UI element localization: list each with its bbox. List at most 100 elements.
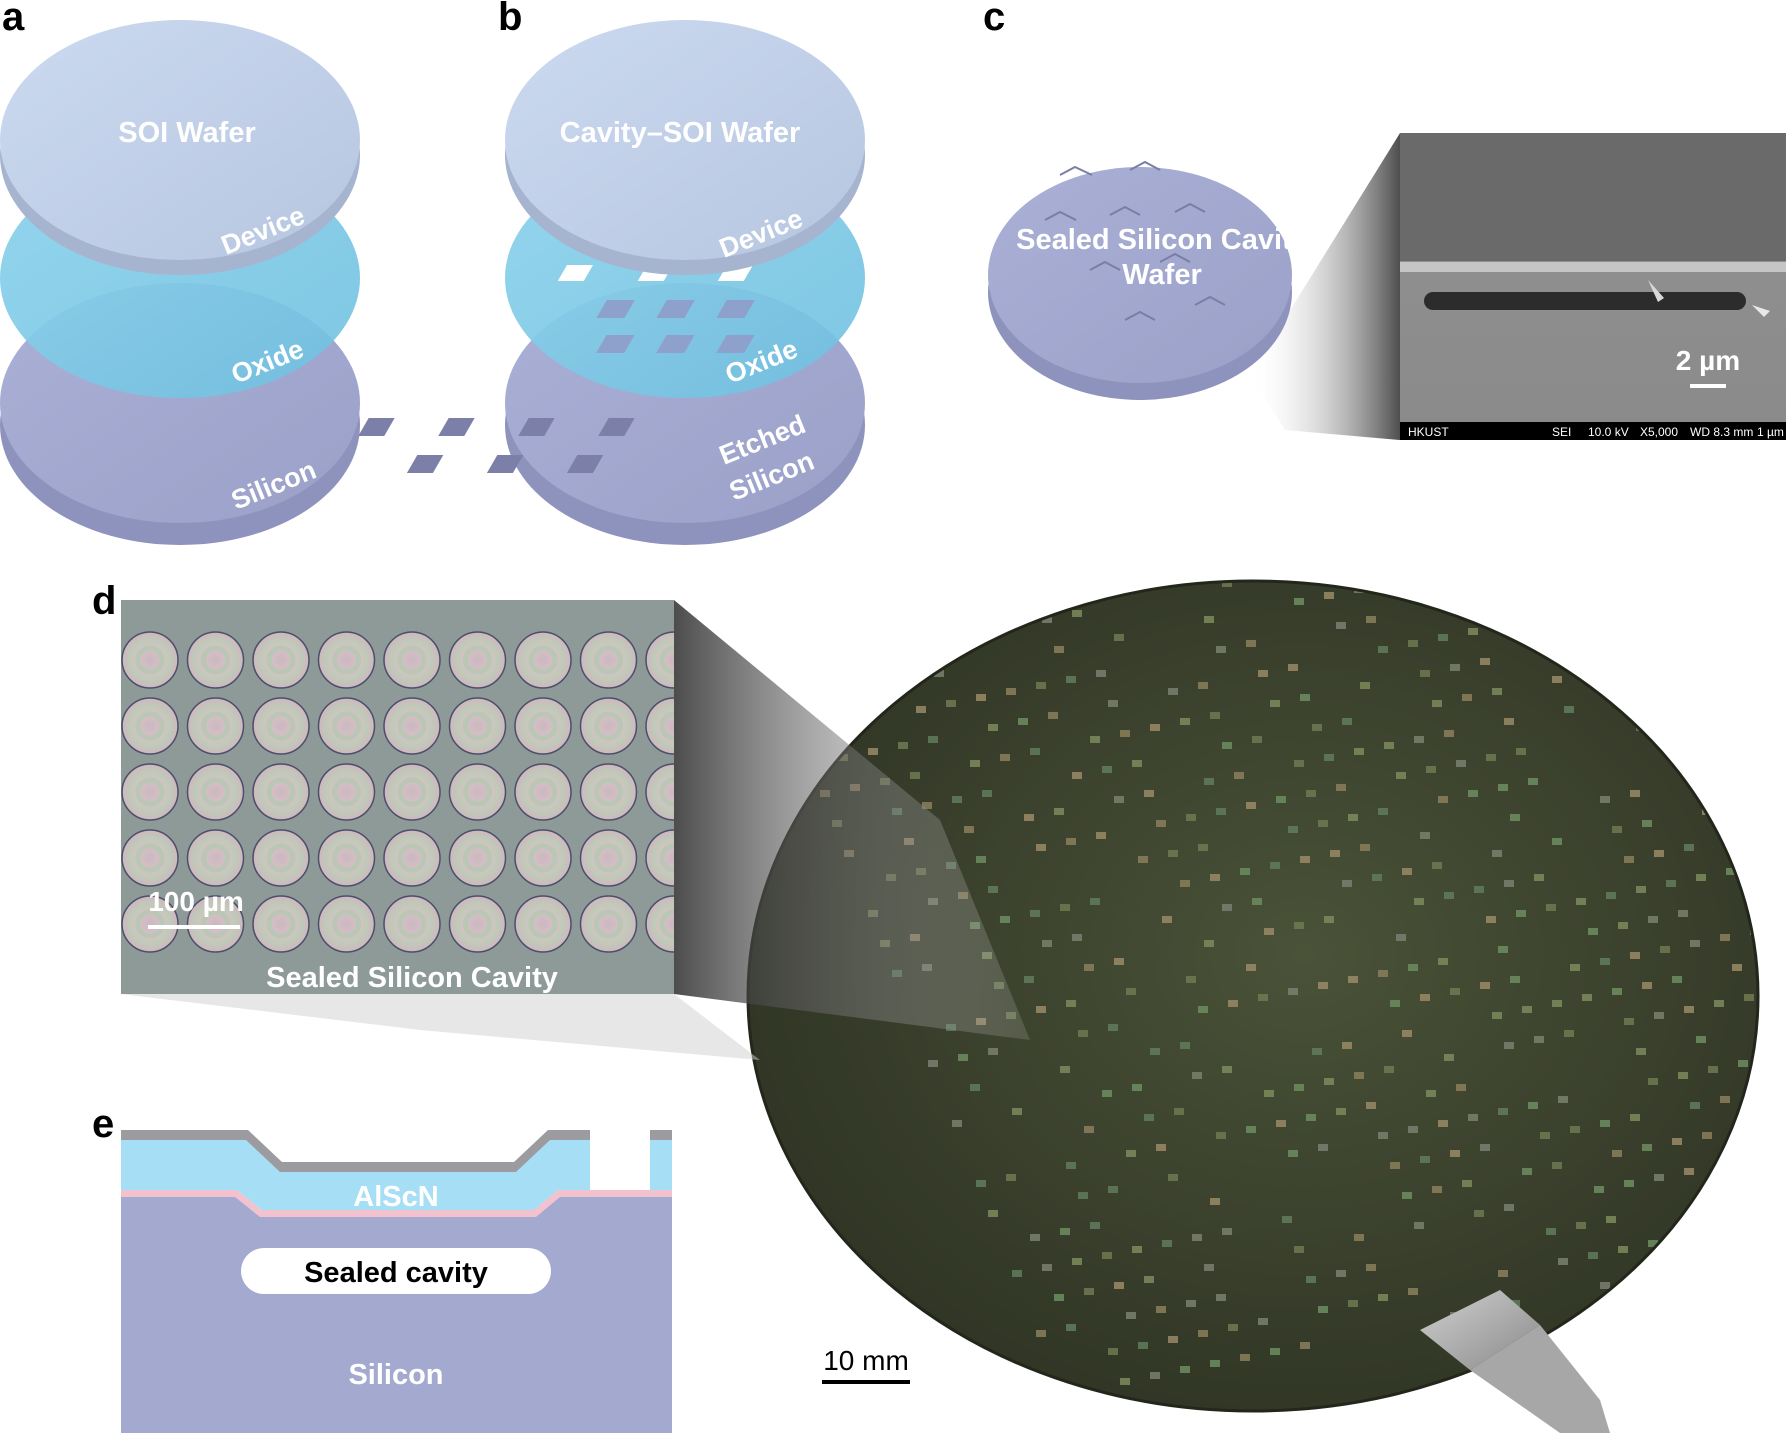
wafer-die: [1240, 1354, 1250, 1361]
wafer-die: [1672, 976, 1682, 983]
wafer-die: [1354, 1234, 1364, 1241]
panel-b: b: [358, 0, 865, 545]
panel-d-letter: d: [92, 579, 116, 623]
wafer-die: [1498, 1108, 1508, 1115]
wafer-die: [1072, 772, 1082, 779]
wafer-die: [1096, 670, 1106, 677]
wafer-die: [1222, 742, 1232, 749]
cavity-cell: [252, 829, 310, 887]
wafer-die: [760, 640, 770, 647]
wafer-die: [1774, 826, 1784, 833]
wafer-die: [1072, 1258, 1082, 1265]
xsec-alscn-right: [650, 1138, 672, 1190]
wafer-die: [1762, 634, 1772, 641]
cavity-cell: [383, 895, 441, 953]
wafer-die: [1684, 1006, 1694, 1013]
wafer-die: [1546, 904, 1556, 911]
wafer-die: [1222, 1066, 1232, 1073]
wafer-die: [1414, 898, 1424, 905]
wafer-die: [910, 772, 920, 779]
wafer-die: [1108, 1024, 1118, 1031]
sem-info-detector: SEI: [1552, 425, 1571, 439]
wafer-die: [1066, 676, 1076, 683]
wafer-die: [1228, 1000, 1238, 1007]
wafer-die: [1090, 898, 1100, 905]
xsec-seed-layer: [121, 1190, 672, 1217]
wafer-die: [1060, 581, 1070, 587]
wafer-die: [1444, 568, 1454, 575]
wafer-die: [1654, 850, 1664, 857]
wafer-die: [1372, 874, 1382, 881]
wafer-die: [1324, 592, 1334, 599]
wafer-die: [982, 790, 992, 797]
wafer-die: [1198, 682, 1208, 689]
wafer-die: [922, 802, 932, 809]
wafer-die: [1402, 544, 1412, 551]
wafer-die: [1198, 1330, 1208, 1337]
wafer-die: [1120, 730, 1130, 737]
wafer-die: [1528, 778, 1538, 785]
wafer-die: [1642, 820, 1652, 827]
wafer-die: [1276, 796, 1286, 803]
wafer-die: [1294, 760, 1304, 767]
wafer-die: [1288, 826, 1298, 833]
wafer-die: [1210, 874, 1220, 881]
wafer-die: [1744, 508, 1754, 515]
panel-a-letter: a: [2, 0, 25, 39]
wafer-die: [1630, 628, 1640, 635]
wafer-die: [1282, 1216, 1292, 1223]
wafer-die: [1030, 586, 1040, 593]
wafer-die: [1318, 1144, 1328, 1151]
wafer-die: [820, 628, 830, 635]
wafer-die: [1492, 688, 1502, 695]
wafer-die: [1678, 910, 1688, 917]
micro-scale-label: 100 µm: [148, 886, 244, 917]
wafer-die: [856, 718, 866, 725]
wafer-die: [802, 664, 812, 671]
wafer-die: [1054, 808, 1064, 815]
wafer-die: [1498, 622, 1508, 629]
wafer-die: [1738, 1222, 1748, 1229]
wafer-die: [1090, 1222, 1100, 1229]
wafer-die: [1252, 736, 1262, 743]
cavity-cell: [579, 763, 638, 821]
wafer-a-title: SOI Wafer: [118, 117, 256, 149]
wafer-die: [1180, 718, 1190, 725]
wafer-die: [1360, 682, 1370, 689]
cavity-cell: [514, 697, 572, 755]
wafer-die: [1516, 586, 1526, 593]
wafer-die: [1564, 706, 1574, 713]
wafer-die: [1600, 1282, 1610, 1289]
cavity-cell: [317, 631, 376, 689]
wafer-die: [976, 694, 986, 701]
oxide-cavities: [596, 300, 755, 353]
wafer-die: [1336, 784, 1346, 791]
wafer-die: [1222, 904, 1232, 911]
wafer-die: [1378, 1132, 1388, 1139]
wafer-die: [1468, 790, 1478, 797]
wafer-die: [1162, 916, 1172, 923]
wafer-die: [1012, 1108, 1022, 1115]
wafer-die: [1084, 1126, 1094, 1133]
panel-e-letter: e: [92, 1102, 114, 1146]
wafer-die: [1036, 1006, 1046, 1013]
wafer-die: [988, 1210, 998, 1217]
wafer-die: [1624, 856, 1634, 863]
wafer-die: [1186, 814, 1196, 821]
wafer-die: [1696, 1036, 1706, 1043]
wafer-die: [1366, 1264, 1376, 1271]
wafer-die: [1378, 646, 1388, 653]
wafer-die: [1060, 1390, 1070, 1397]
wafer-die: [1006, 688, 1016, 695]
wafer-die: [1180, 556, 1190, 563]
wafer-die: [1024, 976, 1034, 983]
wafer-die: [1576, 574, 1586, 581]
sem-scale-bar: [1690, 384, 1726, 388]
wafer-die: [1336, 1108, 1346, 1115]
wafer-die: [1144, 1276, 1154, 1283]
wafer-die: [1354, 1072, 1364, 1079]
wafer-die: [1510, 814, 1520, 821]
wafer-die: [1402, 1192, 1412, 1199]
wafer-die: [1648, 1078, 1658, 1085]
cavity-cell: [448, 895, 507, 953]
